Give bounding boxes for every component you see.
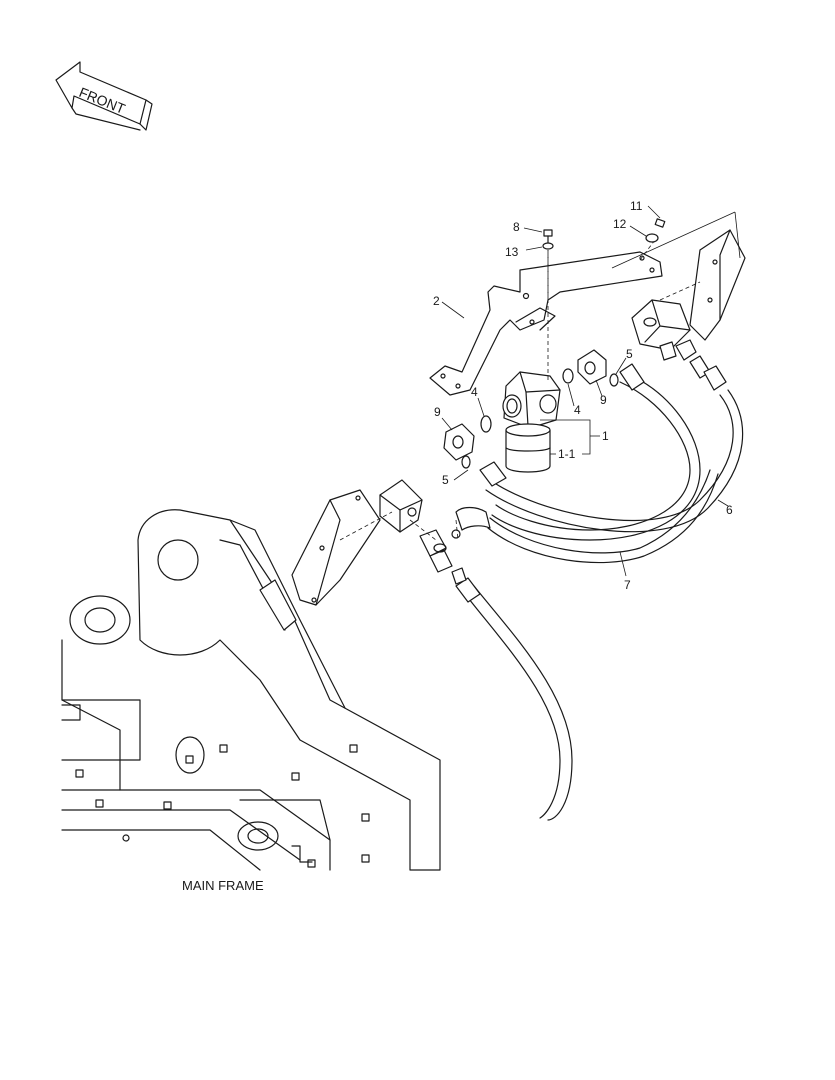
callout-11: 11 bbox=[630, 199, 643, 213]
callout-13: 13 bbox=[505, 245, 519, 259]
callout-9-left: 9 bbox=[434, 405, 441, 419]
callout-5-left: 5 bbox=[442, 473, 449, 487]
lower-fittings bbox=[409, 519, 467, 585]
callout-4-right: 4 bbox=[574, 403, 581, 417]
lower-mount-bracket bbox=[291, 479, 423, 606]
callout-4-left: 4 bbox=[471, 385, 478, 399]
main-frame-label: MAIN FRAME bbox=[182, 878, 264, 893]
callout-1-1: 1-1 bbox=[558, 447, 576, 461]
callout-5-right: 5 bbox=[626, 347, 633, 361]
leader-lines bbox=[441, 205, 729, 577]
upper-valve-bracket bbox=[611, 211, 746, 379]
callouts: 8 13 11 12 2 4 9 5 4 9 5 1 1-1 6 7 bbox=[433, 199, 733, 592]
callout-7: 7 bbox=[624, 578, 631, 592]
callout-9-right: 9 bbox=[600, 393, 607, 407]
front-direction-arrow: FRONT bbox=[55, 61, 153, 131]
callout-1: 1 bbox=[602, 429, 609, 443]
callout-2: 2 bbox=[433, 294, 440, 308]
o-rings-and-adapters bbox=[443, 218, 666, 469]
callout-8: 8 bbox=[513, 220, 520, 234]
main-frame bbox=[61, 509, 441, 871]
callout-6: 6 bbox=[726, 503, 733, 517]
hoses bbox=[455, 363, 744, 821]
filter-assembly bbox=[502, 250, 561, 473]
callout-12: 12 bbox=[613, 217, 627, 231]
